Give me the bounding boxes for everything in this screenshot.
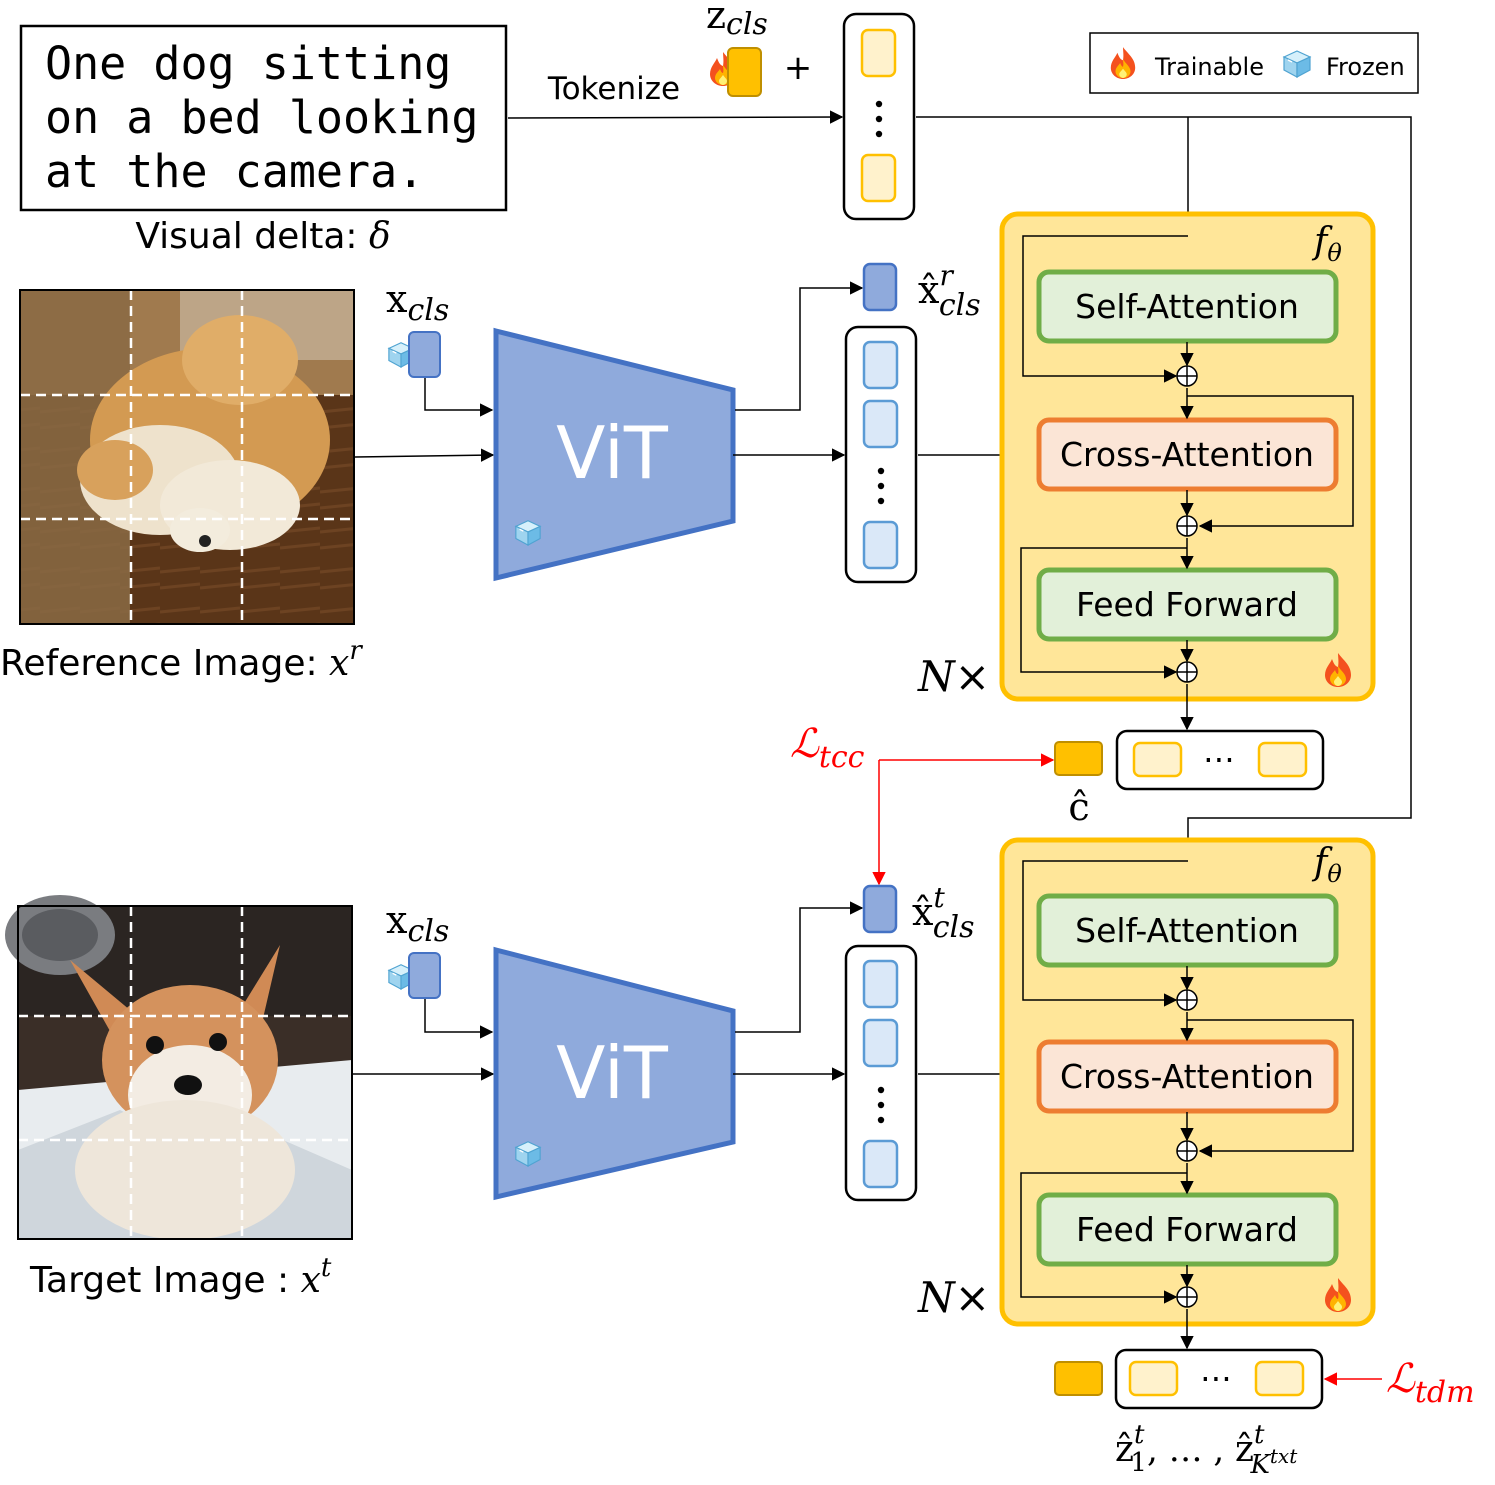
text-token [860, 28, 897, 78]
caption-line-3: at the camera. [45, 145, 424, 198]
xhat-t-cls-token [862, 884, 898, 934]
add-node [1176, 515, 1198, 537]
ellipsis: ⋯ [1203, 740, 1235, 778]
feed-forward-block [1036, 567, 1339, 642]
c-hat-token [1054, 741, 1103, 776]
text-token [860, 153, 897, 203]
ellipsis-dot [875, 115, 883, 123]
ellipsis-dot [877, 482, 885, 490]
z-cls-token [727, 47, 762, 97]
self-attention-label: Self-Attention [1075, 287, 1299, 326]
caption-line-2: on a bed looking [45, 91, 478, 144]
feed-forward-label: Feed Forward [1076, 1210, 1298, 1249]
patch-token [862, 520, 899, 570]
self-attention-label: Self-Attention [1075, 911, 1299, 950]
n-times-label: N× [917, 652, 990, 701]
vit-to-cls-arrow [735, 901, 864, 1033]
add-node [1176, 661, 1198, 683]
cross-attention-block [1036, 417, 1339, 492]
c-hat-label: ĉ [1068, 785, 1089, 829]
feed-forward-label: Feed Forward [1076, 585, 1298, 624]
add-node [1176, 365, 1198, 387]
image-to-vit-arrow [354, 448, 495, 462]
legend-trainable: Trainable [1154, 53, 1264, 81]
ellipsis-dot [875, 100, 883, 108]
caption-box [19, 24, 508, 212]
ellipsis-dot [877, 1086, 885, 1094]
patch-token [862, 340, 899, 390]
cls-output-token [1054, 1361, 1103, 1396]
add-node [1176, 1140, 1198, 1162]
cross-attention-label: Cross-Attention [1060, 1057, 1314, 1096]
output-token [1132, 741, 1183, 778]
x-cls-to-vit-arrow [424, 378, 494, 417]
ellipsis: ⋯ [1200, 1359, 1232, 1397]
ellipsis-dot [877, 1101, 885, 1109]
patch-token [862, 399, 899, 449]
tokenize-label: Tokenize [547, 71, 680, 107]
vit-encoder [493, 946, 736, 1201]
patch-token-column [844, 325, 918, 584]
loss-tcc-label: ℒtcc [790, 721, 865, 775]
ellipsis-dot [875, 130, 883, 138]
target-image [5, 895, 353, 1240]
add-node [1176, 1286, 1198, 1308]
ellipsis-dot [877, 1116, 885, 1124]
self-attention-block [1036, 893, 1339, 968]
loss-tdm-label: ℒtdm [1386, 1356, 1475, 1410]
patch-token [862, 959, 899, 1009]
caption-line-1: One dog sitting [45, 37, 451, 90]
patch-token [862, 1139, 899, 1189]
self-attention-block [1036, 269, 1339, 344]
patch-token-column [844, 944, 918, 1202]
tokenize-arrow [507, 110, 844, 124]
target-image-label: Target Image : xt [29, 1253, 332, 1301]
reference-image-label: Reference Image: xr [0, 636, 363, 684]
cross-attention-label: Cross-Attention [1060, 435, 1314, 474]
output-token [1128, 1360, 1179, 1397]
x-cls-token [408, 331, 441, 378]
legend-box [1089, 32, 1419, 94]
visual-delta-label: Visual delta: δ [135, 216, 390, 257]
block1-connections [1020, 235, 1354, 731]
x-cls-label: xcls [386, 898, 449, 949]
vit-encoder [493, 327, 736, 582]
output-token [1254, 1360, 1305, 1397]
block2-connections [1020, 860, 1354, 1350]
cross-attention-block [1036, 1039, 1339, 1114]
ellipsis-dot [877, 467, 885, 475]
xhat-r-cls-token [862, 262, 898, 312]
legend-frozen: Frozen [1326, 53, 1405, 81]
add-node [1176, 989, 1198, 1011]
vit-to-cls-arrow [735, 281, 864, 411]
x-cls-label: xcls [386, 277, 449, 328]
x-cls-token [408, 952, 441, 999]
vit-label: ViT [556, 1031, 669, 1115]
n-times-label: N× [917, 1273, 990, 1322]
patch-token [862, 1018, 899, 1068]
vit-label: ViT [556, 411, 669, 495]
plus-sign: + [784, 48, 813, 88]
x-cls-to-vit-arrow [424, 999, 494, 1039]
feed-forward-block [1036, 1192, 1339, 1267]
reference-image [19, 289, 355, 625]
z-cls-label: zcls [706, 0, 768, 42]
output-token [1257, 741, 1308, 778]
ellipsis-dot [877, 497, 885, 505]
